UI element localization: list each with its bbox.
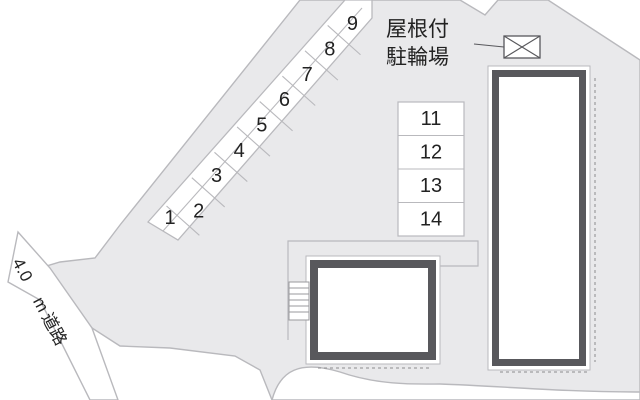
parking-space-13: 13 <box>420 175 442 197</box>
parking-space-14: 14 <box>420 209 442 231</box>
building-tall <box>487 65 596 373</box>
parking-space-divider <box>259 101 293 132</box>
parking-space-12: 12 <box>420 142 442 164</box>
parking-space-divider <box>166 205 200 236</box>
parking-space-8: 8 <box>324 38 335 60</box>
parking-space-7: 7 <box>302 64 313 86</box>
stairs <box>288 281 310 321</box>
parking-space-6: 6 <box>279 89 290 111</box>
lot-edge-curve <box>271 366 640 400</box>
road-area <box>7 230 119 400</box>
parking-space-divider <box>236 126 271 157</box>
parking-space-4: 4 <box>234 140 245 162</box>
bike-parking-label-line1: 屋根付 <box>386 18 449 41</box>
parking-space-divider <box>282 75 316 106</box>
parking-space-3: 3 <box>211 165 222 187</box>
parking-space-1: 1 <box>165 207 176 229</box>
crossed-box-icon <box>503 35 541 59</box>
parking-space-divider <box>191 177 226 208</box>
parking-space-2: 2 <box>193 200 204 222</box>
parking-space-divider <box>214 151 248 182</box>
parking-space-divider <box>304 50 339 81</box>
bike-parking-leader-line <box>473 43 505 48</box>
building-small <box>287 240 479 369</box>
parking-space-divider <box>327 25 361 56</box>
parking-space-11: 11 <box>421 108 442 130</box>
parking-space-5: 5 <box>256 115 267 137</box>
parking-space-9: 9 <box>347 13 358 35</box>
bike-parking-label-line2: 駐輪場 <box>386 46 449 69</box>
